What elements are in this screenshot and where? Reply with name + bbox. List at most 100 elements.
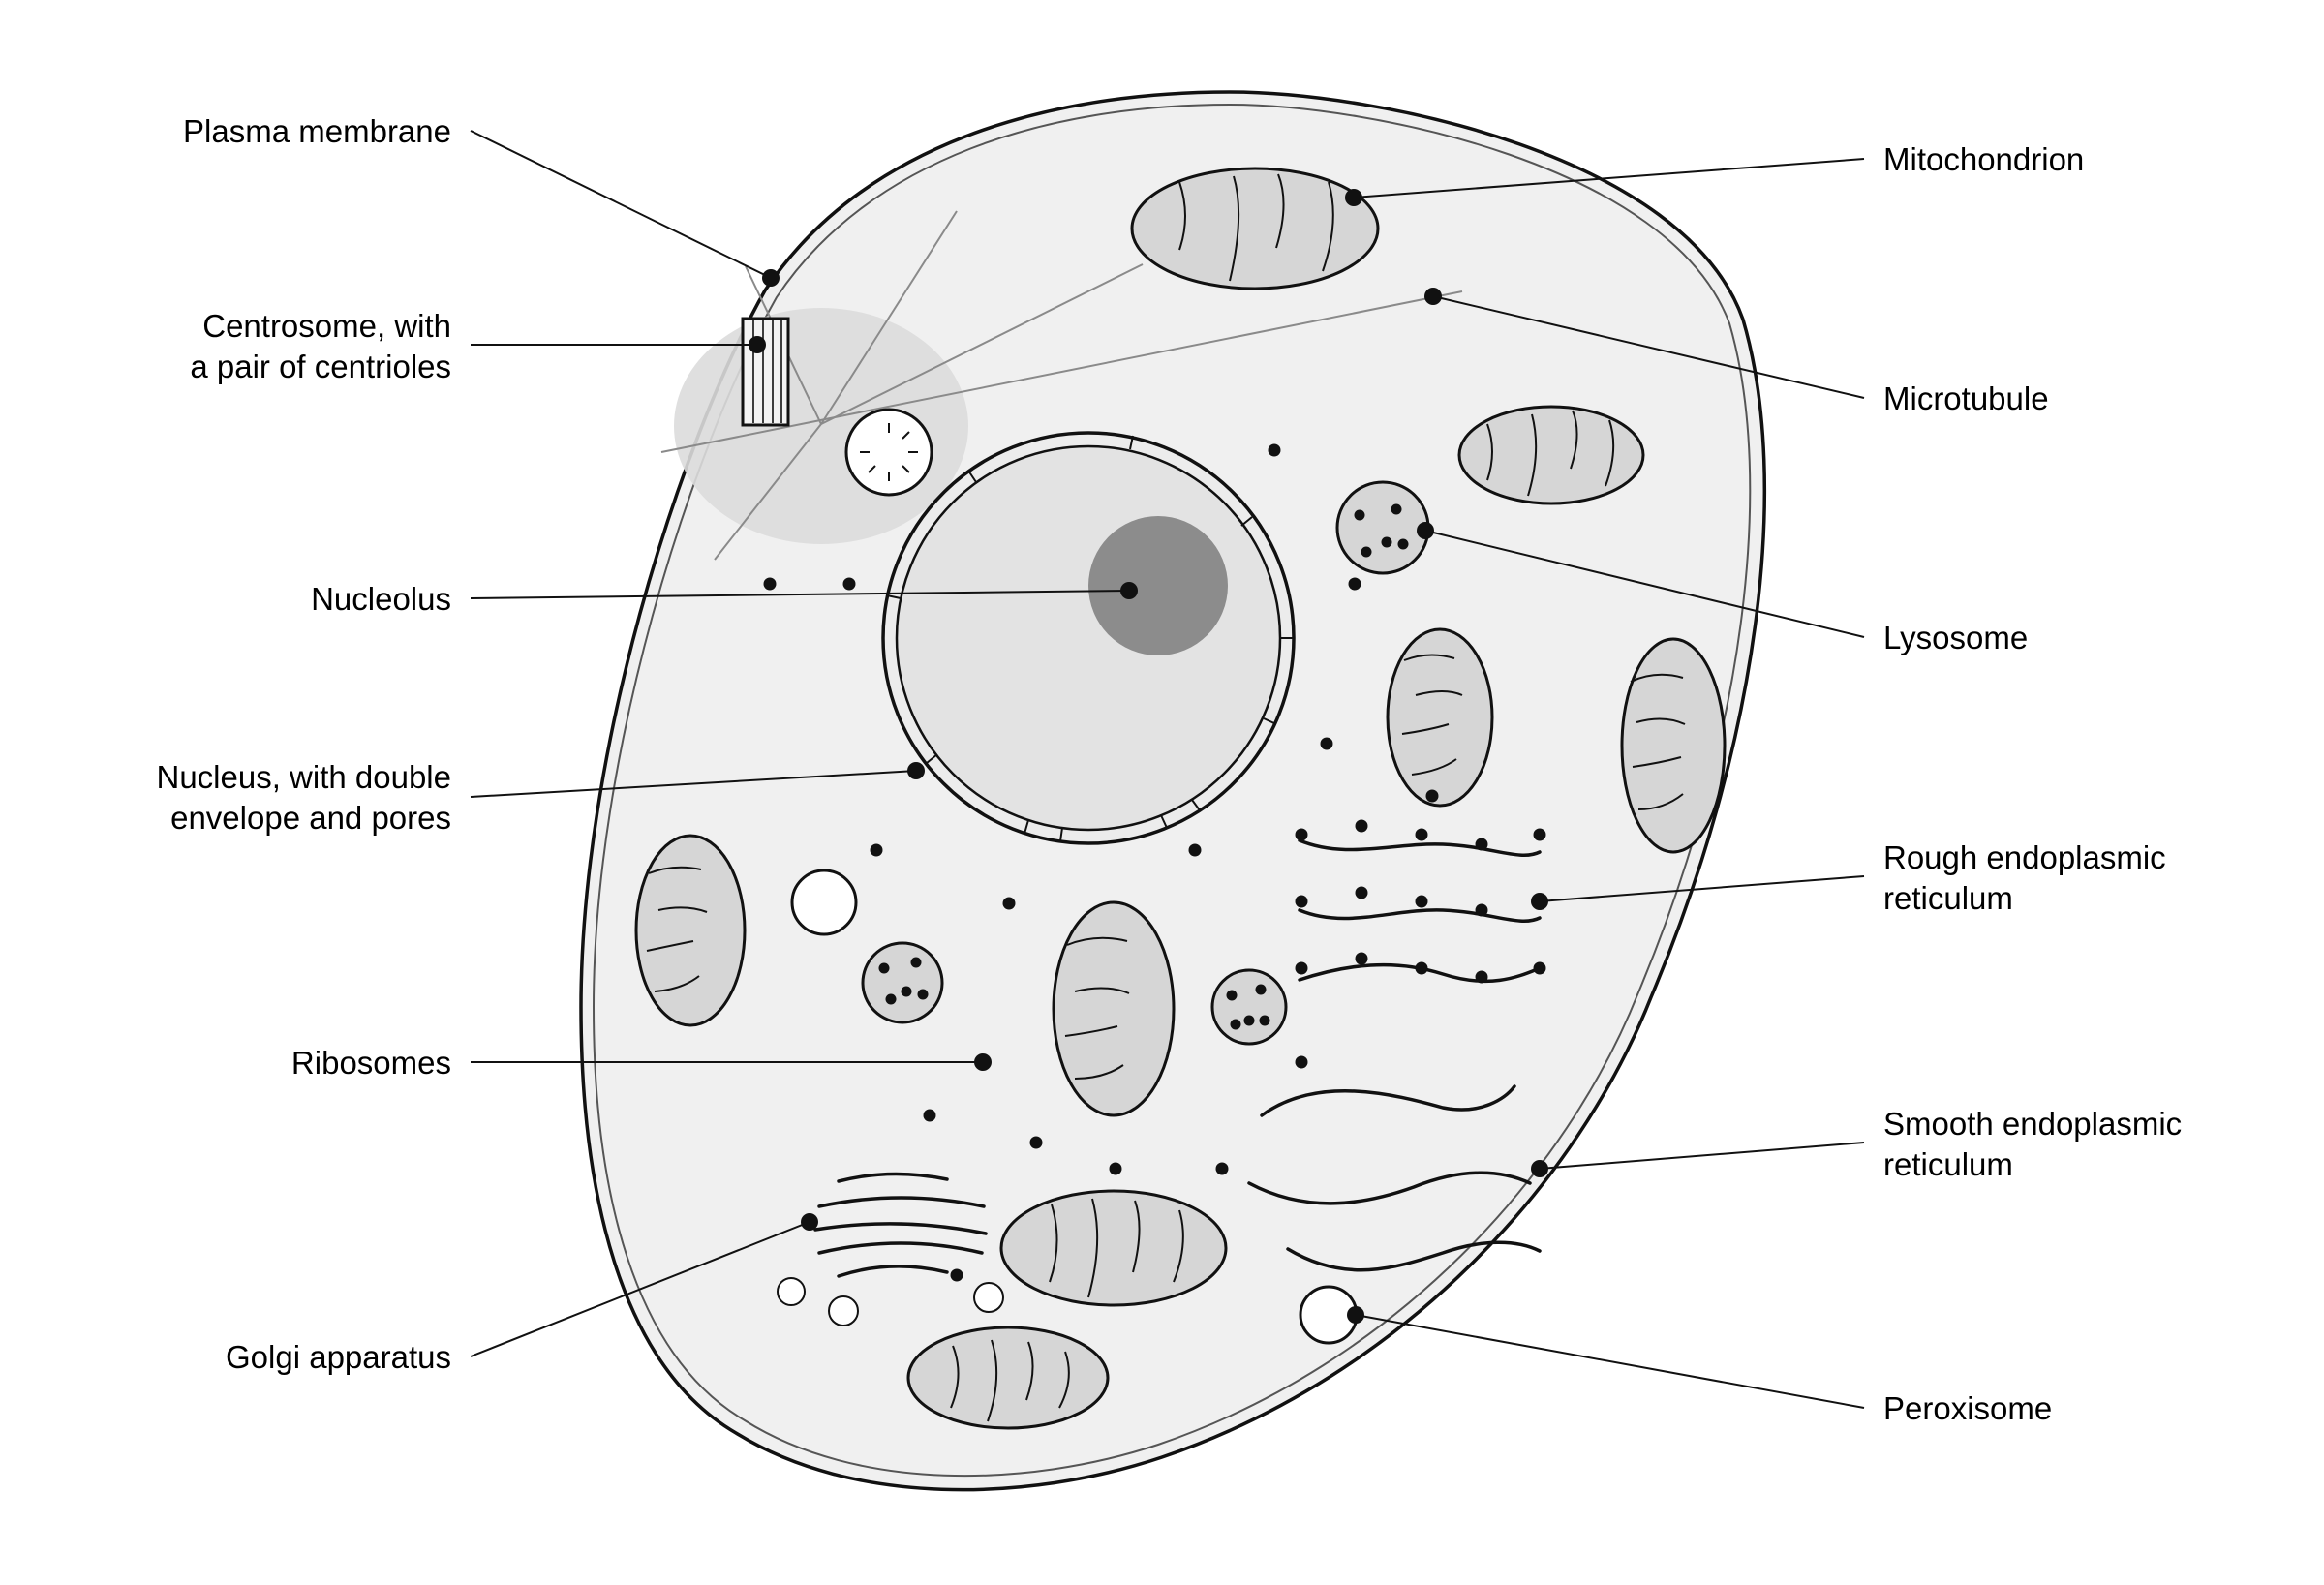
golgi-vesicle [777,1277,806,1306]
mitochondrion-outer [1386,627,1494,808]
ribosome [1355,886,1368,899]
nucleus [881,431,1296,845]
centriole-body [741,317,790,427]
label-centrosome-line1: Centrosome, with [202,308,451,344]
label-rough-er-line1: Rough endoplasmic [1883,839,2166,875]
ribosome [923,1109,936,1122]
mitochondrion-outer [1052,900,1176,1117]
mitochondrion-crista [950,1339,1070,1422]
mitochondrion-crista [1630,673,1686,810]
vesicle-rib [868,465,876,473]
label-lysosome: Lysosome [1883,620,2028,655]
lysosome-body [1335,480,1430,575]
pointer-dot [1347,1306,1364,1324]
golgi-cisterna [837,1172,949,1183]
lysosome-granule [1226,990,1238,1001]
nuclear-pore [1059,827,1063,842]
microtubule-line [660,290,1463,453]
ribosome [1355,819,1368,833]
label-smooth-er-line1: Smooth endoplasmic [1883,1106,2182,1142]
ribosome [1268,443,1281,457]
ribosome [1320,737,1333,750]
mitochondria [634,167,1727,1430]
smooth-er-tubule [1247,1171,1532,1205]
pointer-dot [762,269,780,287]
mitochondrion-crista [1486,410,1615,497]
label-ribosomes: Ribosomes [291,1045,451,1081]
leader-line-lysosome [1424,530,1865,638]
vesicle-ribbed [844,408,933,497]
pointer-dot [974,1053,992,1071]
label-golgi-apparatus: Golgi apparatus [226,1339,451,1375]
golgi-vesicle [973,1282,1004,1313]
ribosome [1109,1162,1122,1175]
label-nucleolus: Nucleolus [311,581,451,617]
pointer-dots [749,189,1548,1324]
mitochondrion-outer [1130,167,1380,290]
leader-line-rough-er [1539,875,1865,902]
ribosome [1475,970,1488,984]
golgi-cisterna [837,1265,949,1278]
mitochondrion-outer [1457,405,1645,505]
lysosome-granule [917,989,929,1000]
nuclear-pore [1240,516,1253,527]
mitochondrion-crista [1064,936,1130,1080]
rough-endoplasmic-reticulum [1298,838,1542,984]
pointer-dot [749,336,766,353]
smooth-er-tubule [1260,1084,1516,1117]
mitochondrion [906,1326,1110,1430]
vesicle-rib [902,431,910,440]
mitochondrion-crista [1401,654,1463,776]
nucleolus [1088,516,1228,655]
mitochondrion [1620,637,1727,854]
leader-line-peroxisome [1355,1314,1865,1409]
mitochondrion-outer [906,1326,1110,1430]
ribosome [1475,838,1488,851]
label-smooth-er-line2: reticulum [1883,1146,2013,1182]
lysosome [1335,480,1430,575]
golgi-apparatus [813,1172,988,1278]
pointer-dot [1417,522,1434,539]
lysosome-granule [901,986,912,997]
lysosome-granule [1259,1015,1270,1026]
vesicle [790,869,858,936]
ribosome [1415,895,1428,908]
lysosomes [861,480,1430,1046]
ribosome [1348,577,1361,591]
mitochondrion [1052,900,1176,1117]
ribosome [1295,828,1308,841]
pointer-dot [1424,288,1442,305]
ribosome [1295,961,1308,975]
golgi-vesicle [828,1295,859,1326]
mitochondrion-crista [1049,1198,1184,1298]
ribosome [1029,1136,1043,1149]
vesicles [777,869,1359,1345]
nuclear-pore [1160,814,1168,829]
ribosome [1295,895,1308,908]
leader-line-mitochondrion [1353,158,1865,198]
mitochondrion [1386,627,1494,808]
ribosome [763,577,777,591]
mitochondrion-crista [1178,173,1334,282]
lysosome-body [1210,968,1288,1046]
nuclear-pore [1263,717,1277,725]
leader-line-golgi [470,1221,810,1357]
lysosome-granule [1397,538,1409,550]
nuclear-pore [1024,819,1029,835]
lysosome-granule [885,993,897,1005]
microtubule-line [820,210,958,425]
mitochondrion [634,834,747,1027]
vesicle-rib [902,465,910,473]
ribosome [1355,952,1368,965]
nuclear-pore [1191,799,1201,811]
leader-line-nucleus [470,770,917,798]
leader-line-smooth-er [1539,1142,1865,1170]
label-plasma-membrane: Plasma membrane [183,113,451,149]
ribosome [1533,828,1546,841]
microtubule-line [714,423,822,561]
lysosome [1210,968,1288,1046]
smooth-endoplasmic-reticulum [1247,1084,1542,1272]
smooth-er-tubule [1286,1240,1542,1272]
lysosome-granule [878,962,890,974]
ribosome [870,843,883,857]
